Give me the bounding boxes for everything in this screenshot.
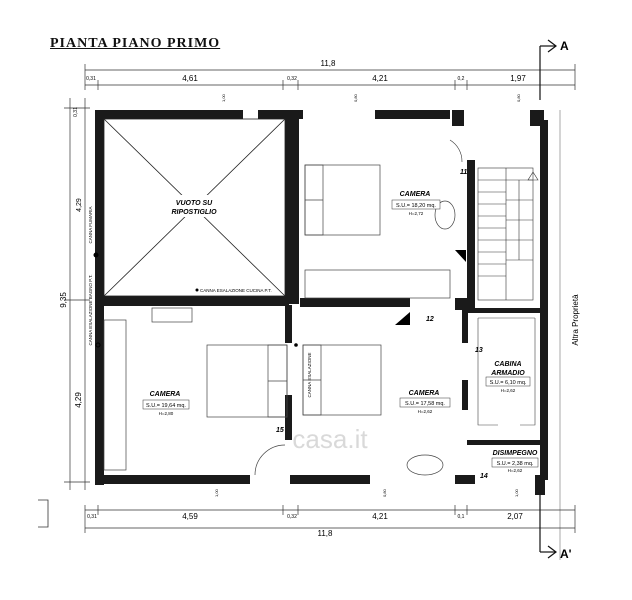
flue-note: CANNA ESALAZIONE — [307, 352, 312, 397]
closet — [477, 317, 536, 426]
walls — [95, 110, 548, 495]
hall-number: 14 — [480, 473, 488, 480]
opening-height-2: 0,80 — [353, 93, 358, 102]
bedroom-ne-height: H=2,72 — [409, 211, 424, 216]
bed-ne — [304, 164, 456, 299]
top-dim-6: 1,97 — [510, 74, 526, 83]
opening-height-3: 0,80 — [516, 93, 521, 102]
left-dimensions — [64, 98, 90, 490]
section-arrow-top — [539, 39, 557, 100]
door-marker-ne — [455, 250, 466, 262]
opening-height-1: 1,00 — [221, 93, 226, 102]
left-small-dim: 0,31 — [73, 107, 79, 117]
staircase — [477, 167, 539, 301]
closet-name-2: ARMADIO — [490, 370, 525, 377]
bedroom-sw-number: 15 — [276, 427, 284, 434]
bedroom-ne-number: 11 — [460, 169, 467, 176]
flue-kitchen-note: CANNA ESALAZIONE CUCINA P.T. — [200, 288, 272, 293]
top-dim-5: 0,2 — [458, 76, 465, 82]
door-ne — [449, 139, 463, 163]
bedroom-sw-area: S.U.= 19,64 mq. — [146, 403, 186, 409]
top-dim-4: 4,21 — [372, 74, 388, 83]
flue-smoke-dot — [93, 252, 99, 258]
flue-bath-dot — [95, 342, 101, 348]
bottom-dim-5: 0,1 — [458, 514, 465, 520]
bedroom-sw-height: H=2,80 — [159, 411, 174, 416]
bottom-dim-2: 4,59 — [182, 512, 198, 521]
top-dim-3: 0,32 — [287, 76, 297, 82]
hall-height: H=2,62 — [508, 468, 523, 473]
left-total-dim: 9,35 — [59, 292, 68, 308]
top-dim-2: 4,61 — [182, 74, 198, 83]
bedroom-ne-name: CAMERA — [400, 191, 431, 198]
bottom-dim-3: 0,32 — [287, 514, 297, 520]
void-label-2: RIPOSTIGLIO — [171, 209, 217, 216]
hall-area: S.U.= 2,38 mq. — [497, 461, 534, 467]
bedroom-sw-name: CAMERA — [150, 391, 181, 398]
bed-sw — [103, 307, 288, 476]
bottom-dim-1: 0,31 — [87, 514, 97, 520]
section-label-bottom: A' — [560, 547, 572, 561]
watermark: casa.it — [292, 424, 368, 454]
bedroom-ne-area: S.U.= 18,20 mq. — [396, 203, 436, 209]
closet-height: H=2,62 — [501, 388, 516, 393]
flue-smoke-note: CANNA FUMARIA — [88, 206, 93, 243]
top-total-dim: 11,8 — [321, 59, 337, 68]
bedroom-se-height: H=2,62 — [418, 409, 433, 414]
opening-height-6: 1,00 — [514, 488, 519, 497]
bed-se — [302, 344, 444, 476]
door-marker-se — [395, 312, 410, 325]
bedroom-se-name: CAMERA — [409, 390, 440, 397]
section-arrow-bottom — [539, 495, 557, 559]
opening-height-4: 1,00 — [214, 488, 219, 497]
void-label-1: VUOTO SU — [176, 200, 213, 207]
bottom-dim-4: 4,21 — [372, 512, 388, 521]
neighbour-note: Altra Proprietà — [571, 294, 580, 346]
bedroom-se-area: S.U.= 17,58 mq. — [405, 401, 445, 407]
section-label-top: A — [560, 39, 569, 53]
opening-height-5: 0,80 — [382, 488, 387, 497]
left-lower-dim: 4,29 — [74, 392, 83, 408]
top-dimensions — [84, 64, 576, 90]
flue-bath-note: CANNA ESALAZIONE BAGNO P.T. — [88, 275, 93, 346]
top-dim-1: 0,31 — [86, 76, 96, 82]
left-upper-dim: 4,29 — [76, 198, 83, 212]
bottom-total-dim: 11,8 — [318, 529, 334, 538]
flue-kitchen-dot — [195, 288, 199, 292]
flue-dot — [294, 343, 298, 347]
corner-mark — [38, 499, 49, 528]
closet-area: S.U.= 6,10 mq. — [490, 380, 527, 386]
closet-name-1: CABINA — [494, 361, 521, 368]
bottom-dim-6: 2,07 — [507, 512, 523, 521]
hall-name: DISIMPEGNO — [493, 450, 538, 457]
bedroom-se-number: 12 — [426, 316, 434, 323]
plan-title: PIANTA PIANO PRIMO — [50, 36, 221, 51]
closet-number: 13 — [475, 347, 483, 354]
bottom-dimensions — [84, 505, 576, 533]
